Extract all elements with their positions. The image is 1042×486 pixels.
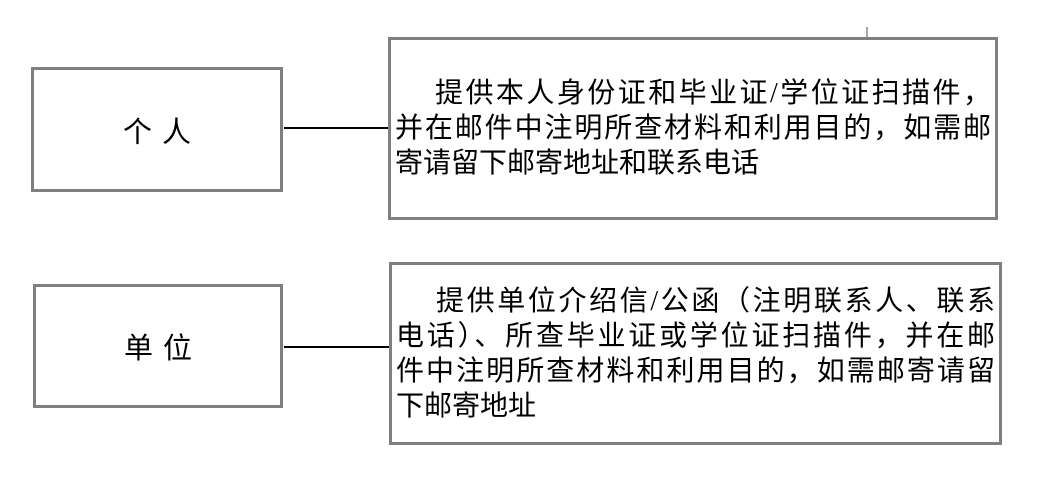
- stray-cursor-mark: [866, 27, 868, 37]
- description-line: 并在邮件中注明所查材料和利用目的，如需邮: [395, 113, 991, 144]
- description-line: 件中注明所查材料和利用目的，如需邮寄请留: [396, 355, 995, 387]
- description-line: 寄请留下邮寄地址和联系电话: [395, 148, 760, 179]
- source-box-organization: 单位: [33, 284, 283, 408]
- source-label-individual: 个人: [122, 116, 201, 149]
- description-line: 提供单位介绍信/公函（注明联系人、联系: [436, 285, 995, 317]
- description-box-individual: 提供本人身份证和毕业证/学位证扫描件， 并在邮件中注明所查材料和利用目的，如需邮…: [388, 37, 998, 220]
- description-line: 下邮寄地址: [396, 390, 537, 422]
- connector-line-organization: [284, 346, 390, 348]
- description-box-organization: 提供单位介绍信/公函（注明联系人、联系 电话）、所查毕业证或学位证扫描件，并在邮…: [389, 262, 1002, 445]
- source-box-individual: 个人: [31, 67, 283, 192]
- connector-line-individual: [284, 127, 389, 129]
- description-line: 提供本人身份证和毕业证/学位证扫描件，: [435, 78, 991, 109]
- source-label-organization: 单位: [123, 333, 202, 365]
- description-line: 电话）、所查毕业证或学位证扫描件，并在邮: [396, 320, 995, 352]
